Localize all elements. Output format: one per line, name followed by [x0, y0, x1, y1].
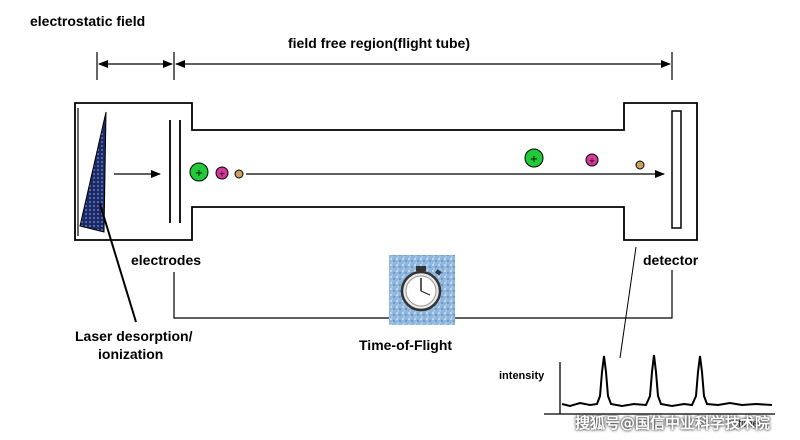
ion-large-far: + — [524, 148, 544, 168]
label-time: time — [738, 418, 759, 430]
source-watermark: 搜狐号@国信中业科学技术院 — [575, 414, 771, 432]
sample-plate — [79, 111, 107, 233]
label-electrostatic-field: electrostatic field — [30, 13, 146, 29]
label-laser-desorption: Laser desorption/ — [75, 328, 193, 344]
ion-medium-far: + — [585, 153, 599, 167]
laser-pointer-line — [99, 203, 137, 323]
svg-text:+: + — [195, 168, 203, 179]
label-electrodes: electrodes — [131, 252, 202, 268]
svg-text:+: + — [589, 157, 596, 166]
ion-small — [234, 169, 244, 179]
label-ionization: ionization — [98, 346, 164, 362]
electrode-plates — [169, 120, 181, 223]
ion-large: + — [189, 162, 209, 182]
label-time-of-flight: Time-of-Flight — [359, 337, 453, 353]
spectrum-plot — [544, 354, 775, 415]
detector-connector — [619, 246, 637, 359]
svg-text:+: + — [219, 170, 226, 179]
label-field-free-region: field free region(flight tube) — [288, 35, 470, 51]
dimension-lines — [96, 52, 673, 80]
stopwatch-icon — [389, 255, 455, 325]
label-intensity: intensity — [499, 370, 545, 382]
detector-plate — [671, 110, 682, 229]
svg-text:+: + — [530, 154, 538, 165]
flight-tube-outline — [74, 102, 698, 241]
label-detector: detector — [643, 252, 699, 268]
ion-small-far — [635, 160, 645, 170]
ion-medium: + — [215, 166, 229, 180]
spectrum-trace — [561, 354, 773, 408]
